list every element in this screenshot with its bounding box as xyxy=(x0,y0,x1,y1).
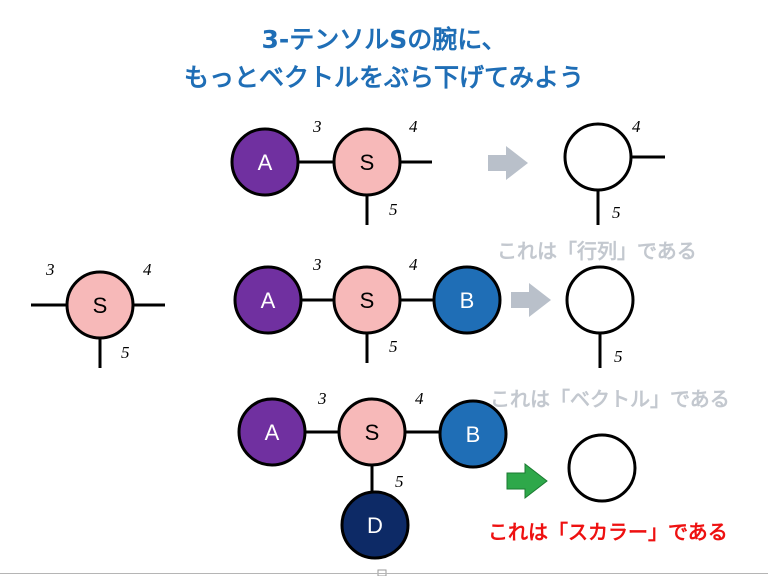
row2-network: A S B 3 4 5 xyxy=(233,255,502,363)
row3-result-scalar-node xyxy=(567,433,637,503)
row2-dim-5: 5 xyxy=(389,337,398,356)
row3-vector-a-label: A xyxy=(265,420,280,445)
bottom-divider xyxy=(0,573,768,574)
row3-tensor-node xyxy=(337,397,407,467)
standalone-dim-4: 4 xyxy=(143,260,152,279)
row2-tensor-label: S xyxy=(360,288,375,313)
standalone-tensor-node xyxy=(65,270,135,340)
row2-tensor-node xyxy=(332,265,402,335)
row2-dim-3: 3 xyxy=(312,255,322,274)
row3-tensor-label: S xyxy=(365,420,380,445)
row1-vector-a xyxy=(230,127,300,197)
row2-result-node xyxy=(565,265,635,335)
row3-vector-d-label: D xyxy=(367,513,383,538)
row1-dim-4: 4 xyxy=(409,117,418,136)
standalone-tensor: S 3 4 5 xyxy=(31,260,165,368)
standalone-dim-5: 5 xyxy=(121,343,130,362)
row3-dim-4: 4 xyxy=(415,389,424,408)
standalone-tensor-label: S xyxy=(93,293,108,318)
row1-result-matrix: 4 5 xyxy=(563,117,665,225)
standalone-dim-3: 3 xyxy=(45,260,55,279)
row1-arrow-icon xyxy=(488,146,528,180)
title-line-2: もっとベクトルをぶら下げてみよう xyxy=(183,63,584,92)
row3-vector-d xyxy=(340,490,410,560)
row2-arrow-icon xyxy=(511,283,551,317)
row1-result-dim-5: 5 xyxy=(612,203,621,222)
row3-vector-b-label: B xyxy=(466,422,481,447)
row2-result-vector: 5 xyxy=(565,265,635,368)
row2-vector-a xyxy=(233,265,303,335)
caption-vector: これは「ベクトル」である xyxy=(490,387,730,411)
row3-vector-a xyxy=(237,397,307,467)
row3-vector-b xyxy=(438,399,508,469)
row1-dim-3: 3 xyxy=(312,117,322,136)
caption-scalar: これは「スカラー」である xyxy=(488,520,728,544)
caption-matrix: これは「行列」である xyxy=(497,239,697,263)
row1-result-dim-4: 4 xyxy=(632,117,641,136)
row1-result-node xyxy=(563,122,633,192)
row1-dim-5: 5 xyxy=(389,200,398,219)
row3-network: A S B D 3 4 5 xyxy=(237,389,508,560)
row2-vector-a-label: A xyxy=(261,288,276,313)
row2-vector-b xyxy=(432,265,502,335)
row3-arrow-icon xyxy=(506,462,548,500)
row3-dim-3: 3 xyxy=(317,389,327,408)
row1-tensor-node xyxy=(332,127,402,197)
title-line-1: 3-テンソルSの腕に、 xyxy=(261,25,507,54)
row2-result-dim-5: 5 xyxy=(614,347,623,366)
row3-dim-5: 5 xyxy=(395,472,404,491)
row1-network: A S 3 4 5 xyxy=(230,117,432,225)
row2-dim-4: 4 xyxy=(409,255,418,274)
row1-tensor-label: S xyxy=(360,150,375,175)
row2-vector-b-label: B xyxy=(460,288,475,313)
row1-vector-a-label: A xyxy=(258,150,273,175)
